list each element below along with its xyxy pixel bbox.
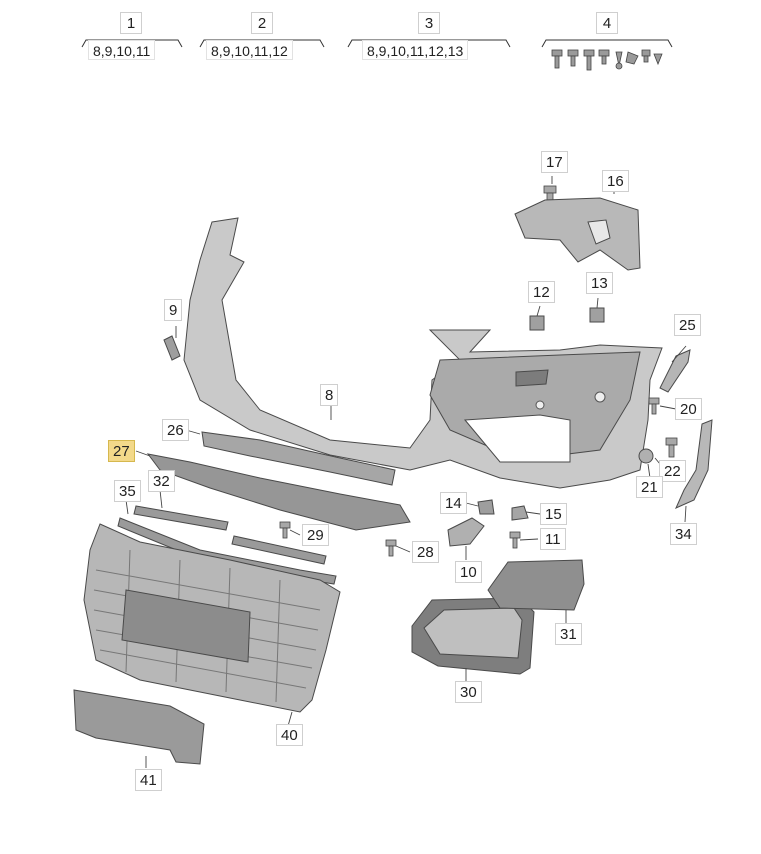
callout-28[interactable]: 28	[412, 541, 439, 563]
callout-8[interactable]: 8	[320, 384, 339, 406]
callout-20[interactable]: 20	[675, 398, 702, 420]
nut-13-icon	[589, 307, 605, 323]
trim-32b-icon	[231, 535, 327, 565]
strip-25-icon	[659, 349, 691, 393]
cover-31-icon	[487, 559, 585, 611]
screw-22-icon	[665, 437, 678, 458]
callout-26[interactable]: 26	[162, 419, 189, 441]
nut-12-icon	[529, 315, 545, 331]
callout-30[interactable]: 30	[455, 681, 482, 703]
cap-10-icon	[447, 517, 485, 547]
callout-32[interactable]: 32	[148, 470, 175, 492]
screw-11-icon	[509, 531, 521, 549]
leader-lines	[125, 176, 687, 768]
callout-27[interactable]: 27	[108, 440, 135, 462]
group-1-number[interactable]: 1	[120, 12, 142, 34]
callout-35[interactable]: 35	[114, 480, 141, 502]
callout-21[interactable]: 21	[636, 476, 663, 498]
callout-15[interactable]: 15	[540, 503, 567, 525]
callout-12[interactable]: 12	[528, 281, 555, 303]
spoiler-27-icon	[146, 453, 411, 531]
group-2-items: 8,9,10,11,12	[206, 40, 293, 60]
fastener-21-icon	[638, 448, 654, 464]
callout-10[interactable]: 10	[455, 561, 482, 583]
callout-22[interactable]: 22	[659, 460, 686, 482]
bracket-16-icon	[514, 197, 641, 271]
bolt-17-icon	[543, 185, 557, 206]
callout-40[interactable]: 40	[276, 724, 303, 746]
side-bracket-34-icon	[675, 419, 713, 509]
license-mount-icon	[121, 589, 251, 663]
group-2-number[interactable]: 2	[251, 12, 273, 34]
callout-41[interactable]: 41	[135, 769, 162, 791]
callout-9[interactable]: 9	[164, 299, 183, 321]
plate-bracket-41-icon	[73, 689, 205, 765]
callout-13[interactable]: 13	[586, 272, 613, 294]
fastener-set-icon	[551, 49, 663, 71]
clip-9-icon	[163, 335, 181, 361]
clip-15-icon	[511, 505, 529, 521]
group-4-number[interactable]: 4	[596, 12, 618, 34]
group-3-number[interactable]: 3	[418, 12, 440, 34]
callout-11[interactable]: 11	[540, 528, 566, 550]
callout-25[interactable]: 25	[674, 314, 701, 336]
callout-14[interactable]: 14	[440, 492, 467, 514]
screw-28-icon	[385, 539, 397, 557]
callout-17[interactable]: 17	[541, 151, 568, 173]
group-3-items: 8,9,10,11,12,13	[362, 40, 469, 60]
callout-29[interactable]: 29	[302, 524, 329, 546]
callout-34[interactable]: 34	[670, 523, 697, 545]
group-1-items: 8,9,10,11	[88, 40, 156, 60]
callout-16[interactable]: 16	[602, 170, 629, 192]
callout-31[interactable]: 31	[555, 623, 582, 645]
screw-20-icon	[648, 397, 660, 415]
trim-35-icon	[117, 517, 337, 585]
trim-32-icon	[133, 505, 229, 531]
screw-29-icon	[279, 521, 291, 539]
spoiler-26-icon	[201, 431, 396, 486]
clip-14-icon	[477, 499, 495, 515]
